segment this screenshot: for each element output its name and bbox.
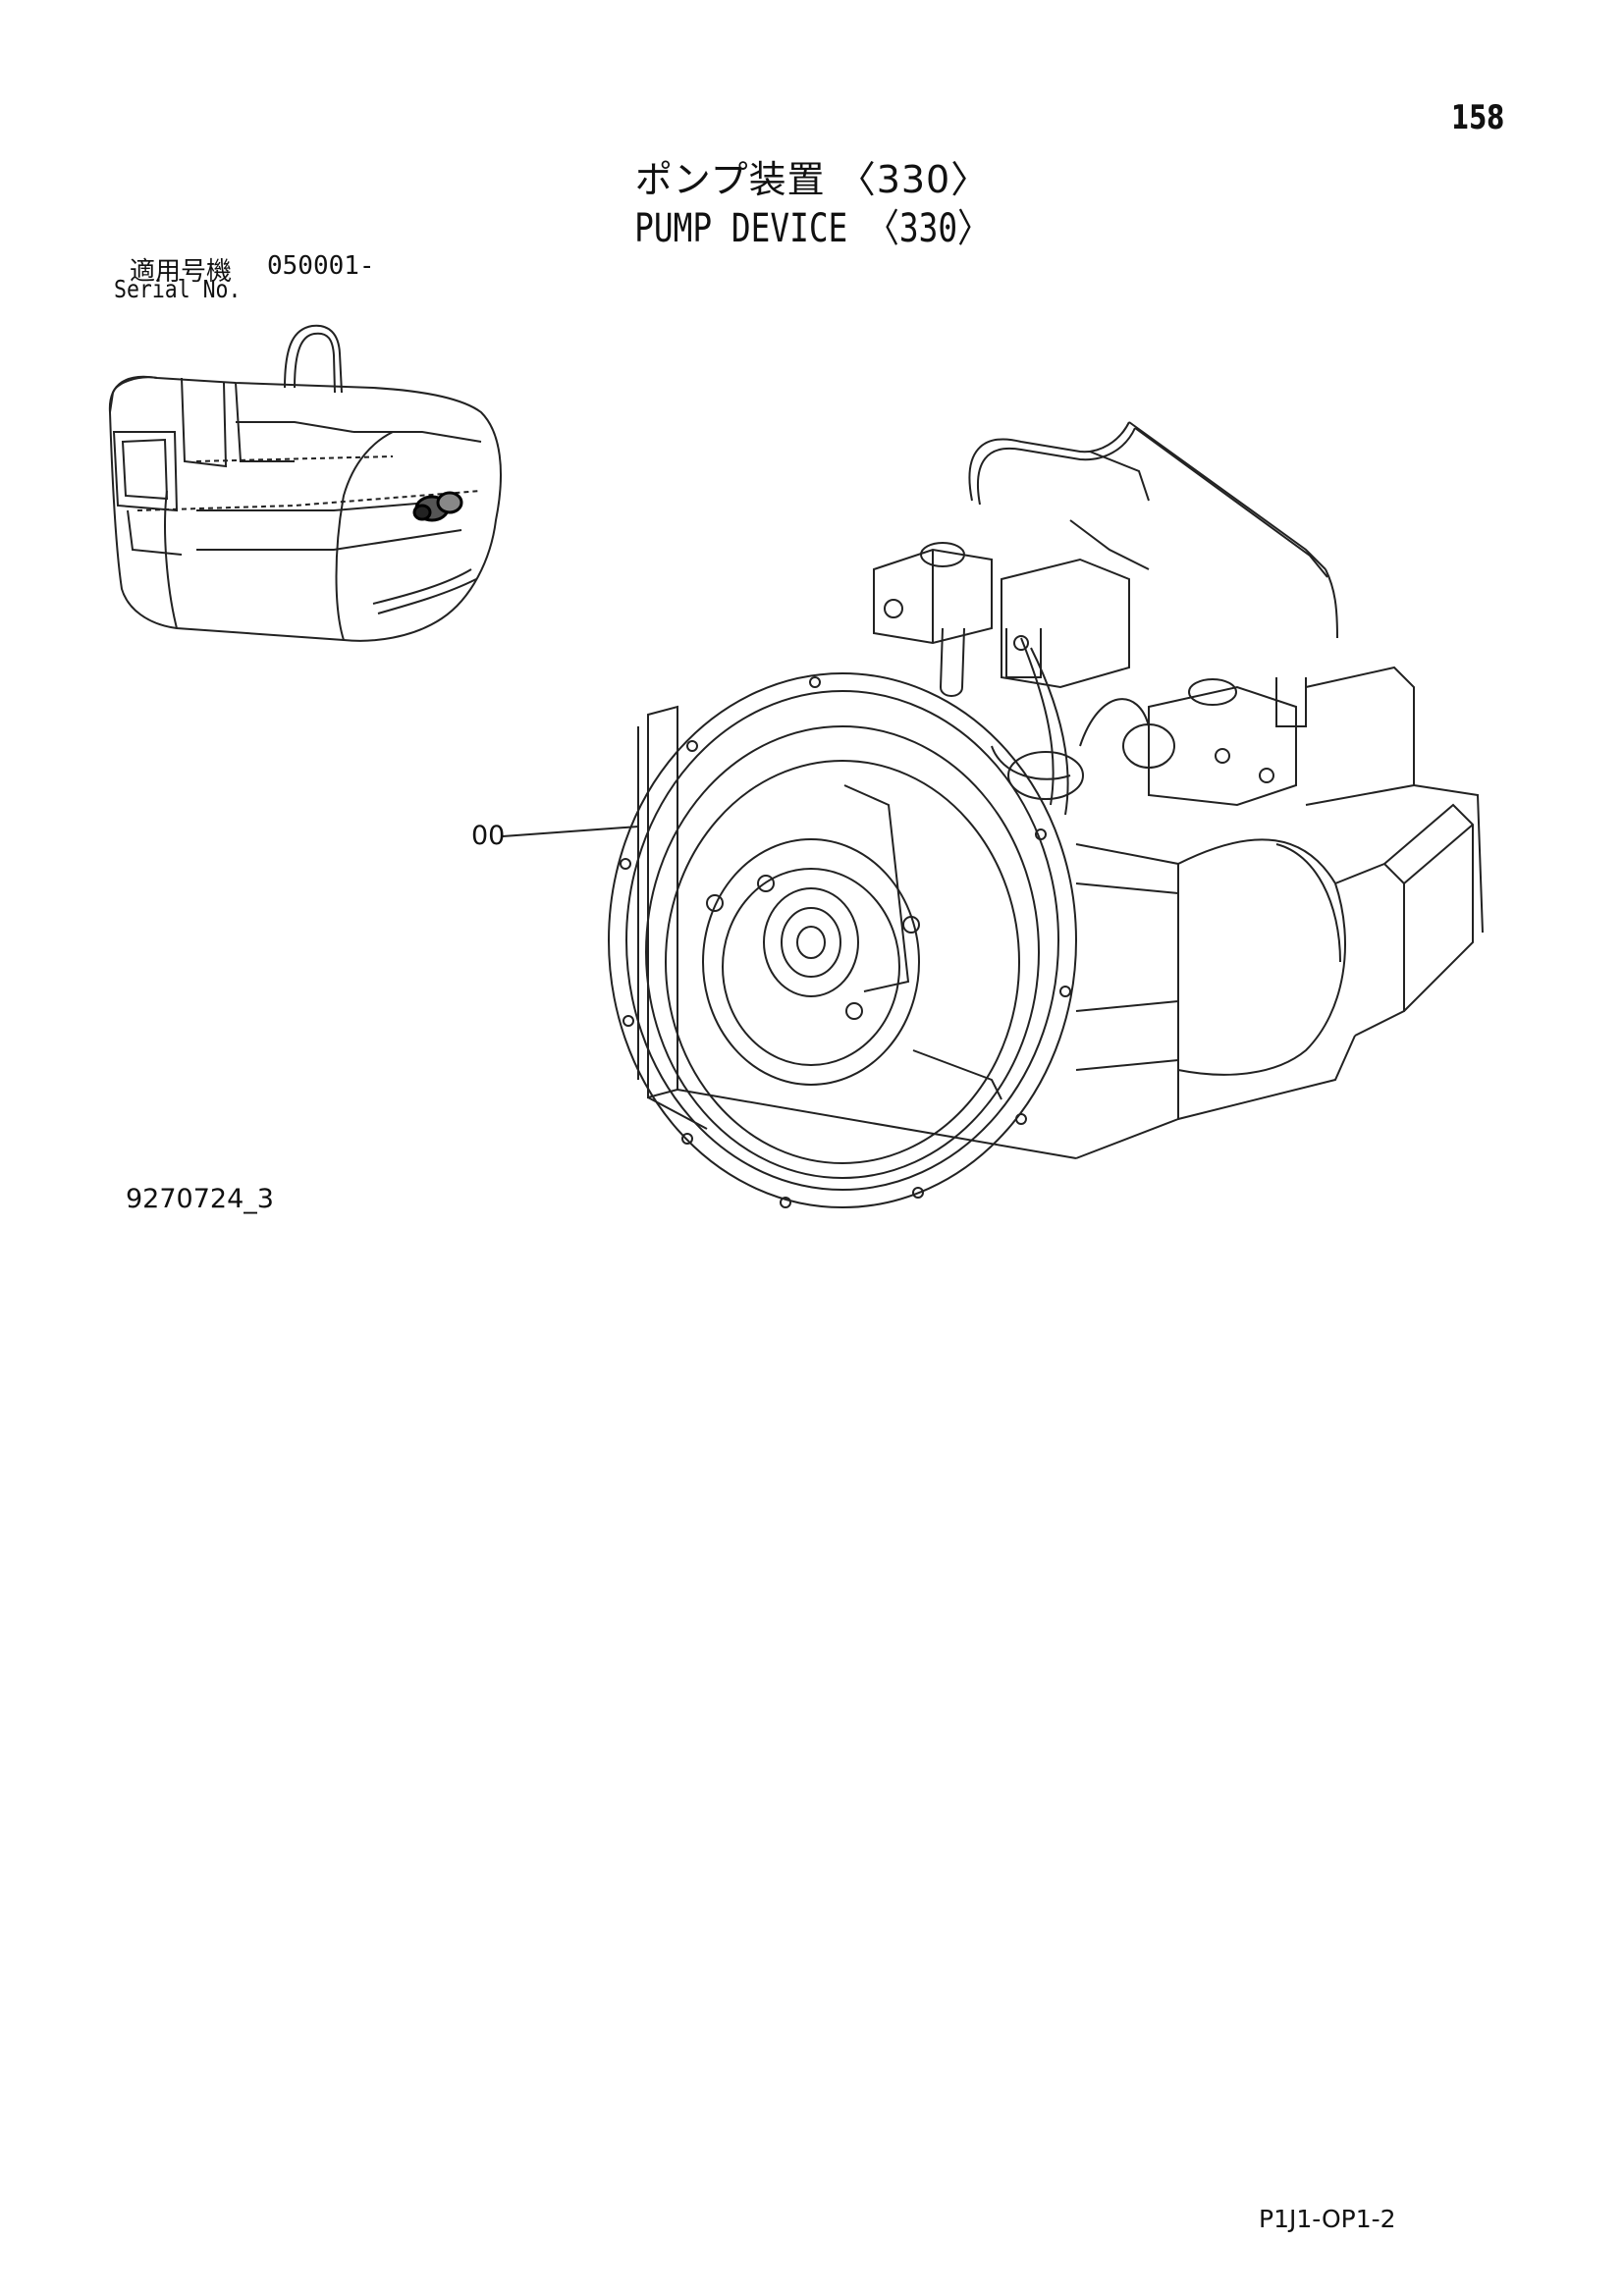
page-code: P1J1-OP1-2 <box>1259 2205 1396 2233</box>
excavator-outline <box>108 324 502 642</box>
pump-device-drawing <box>608 421 1484 1208</box>
serial-label-english: Serial No. <box>114 275 242 303</box>
callout-leader-line <box>502 826 639 837</box>
pump-location-marker <box>412 491 463 522</box>
page-title-english: PUMP DEVICE 〈330〉 <box>634 206 990 251</box>
callout-label: 00 <box>471 821 506 851</box>
drawing-number: 9270724_3 <box>126 1184 274 1214</box>
page-title-japanese: ポンプ装置 〈330〉 <box>634 158 990 201</box>
page-number: 158 <box>1451 98 1505 137</box>
serial-number-range: 050001- <box>267 251 375 281</box>
serial-label-japanese: 適用号機 <box>130 257 233 287</box>
